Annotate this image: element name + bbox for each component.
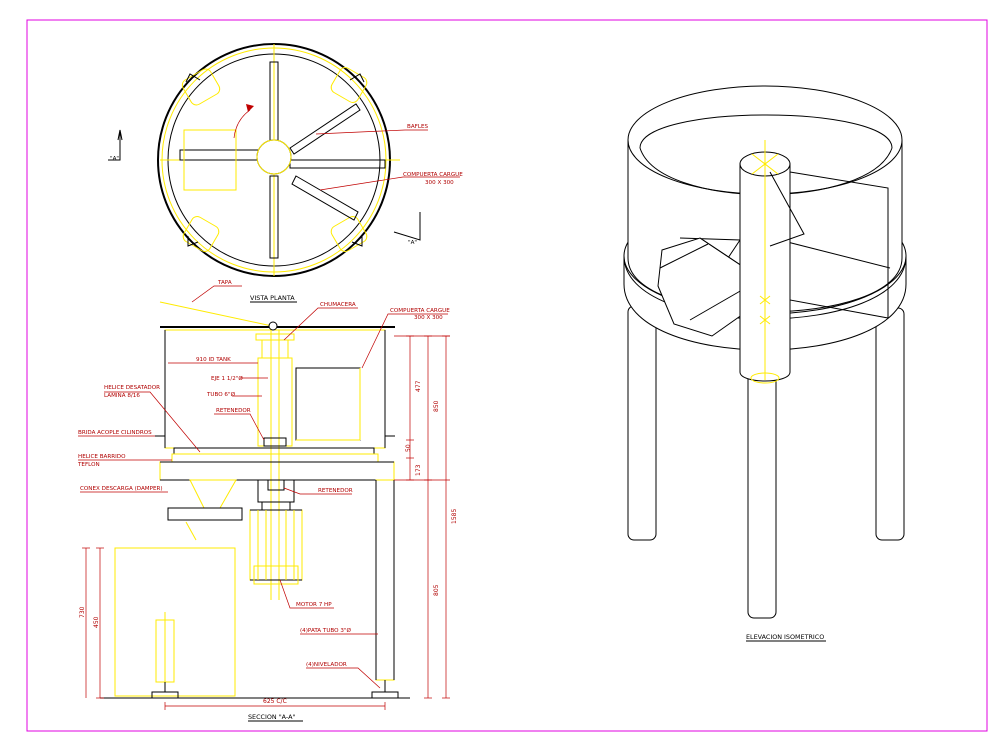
section-mark-left-label: "A" <box>110 156 119 162</box>
isometric-view: ELEVACION ISOMETRICO <box>623 85 907 642</box>
iso-leg-3 <box>747 371 777 619</box>
dim-450: 450 <box>93 616 100 628</box>
sheet-border <box>26 19 988 732</box>
section-arrow-left <box>108 130 121 161</box>
tank-body <box>164 329 386 449</box>
leveler-left <box>151 691 179 699</box>
retainer-1 <box>263 437 287 447</box>
shaft-tube <box>257 357 293 447</box>
section-mark-right-label: "A" <box>408 240 417 246</box>
damper-plate <box>167 507 243 521</box>
section-view: TAPA <box>77 280 458 722</box>
lid-hinge <box>268 321 278 331</box>
section-gate-size-label: 300 X 300 <box>414 315 443 321</box>
motor-label: MOTOR 7 HP <box>296 602 332 608</box>
leg-label: (4)PATA TUBO 3"Ø <box>300 627 351 634</box>
plan-gate-label: COMPUERTA CARGUE <box>403 172 463 178</box>
sweeping-propeller-label: HELICE BARRIDO <box>78 454 126 460</box>
lid-line <box>159 301 273 327</box>
flange-label: BRIDA ACOPLE CILINDROS <box>78 430 152 436</box>
tube-label: TUBO 6"Ø <box>206 391 236 398</box>
loading-gate-box <box>295 367 361 441</box>
baffles-leader <box>315 129 428 135</box>
lid-label: TAPA <box>217 280 232 286</box>
dim-805: 805 <box>433 584 440 596</box>
leveler-right <box>371 691 399 699</box>
retainer-label: RETENEDOR <box>216 408 251 414</box>
dim-477: 477 <box>415 380 422 392</box>
tank-id-label: 910 ID TANK <box>196 357 231 363</box>
iso-rim-inner <box>639 114 893 149</box>
discharge-label: CONEX DESCARGA (DAMPER) <box>80 486 163 492</box>
iso-leg-2 <box>875 307 905 541</box>
bearing-label: CHUMACERA <box>320 302 356 308</box>
discharge-cone <box>189 479 237 509</box>
retainer-2-label: RETENEDOR <box>318 488 353 494</box>
gate-leader <box>319 176 460 191</box>
plan-gate-size-label: 300 X 300 <box>425 180 454 186</box>
plan-blades <box>179 61 386 259</box>
plan-view-title: VISTA PLANTA <box>250 294 295 302</box>
leg-right <box>375 479 395 681</box>
iso-leg-1 <box>627 305 657 541</box>
baffles-label: BAFLES <box>407 124 429 130</box>
iso-view-title: ELEVACION ISOMETRICO <box>746 633 824 641</box>
dim-850: 850 <box>433 400 440 412</box>
tank-bottom <box>159 461 395 481</box>
dim-50: 50 <box>405 444 412 452</box>
sweeping-propeller <box>171 453 379 463</box>
dim-625: 625 C/C <box>263 698 287 705</box>
section-arrow-right <box>393 212 421 241</box>
teflon-label: TEFLON <box>77 462 100 468</box>
dim-1585: 1585 <box>451 509 458 524</box>
retainer-2 <box>267 479 285 491</box>
bearing-block <box>261 339 289 359</box>
dim-173: 173 <box>415 464 422 476</box>
deagglomerator-label: HELICE DESATADOR <box>104 385 160 391</box>
rotation-arrow <box>233 109 251 139</box>
plan-view: "A" "A" BAFLES COMPUERTA CARGUE 300 X 30… <box>108 43 463 303</box>
deagglomerator-propeller <box>173 447 375 455</box>
sheet-label: LAMINA 8/16 <box>104 393 140 399</box>
floor-reference-box <box>114 547 236 697</box>
section-gate-label: COMPUERTA CARGUE <box>390 308 450 314</box>
leveler-label: (4)NIVELADOR <box>306 662 347 668</box>
plan-gate-box <box>183 129 237 191</box>
section-view-title: SECCION "A-A" <box>248 713 295 721</box>
dim-730: 730 <box>79 606 86 618</box>
leg-pads <box>181 67 368 252</box>
dimension-lines <box>82 335 450 710</box>
lid-leader <box>191 285 242 303</box>
shaft-label: EJE 1 1/2"Ø <box>211 375 243 382</box>
